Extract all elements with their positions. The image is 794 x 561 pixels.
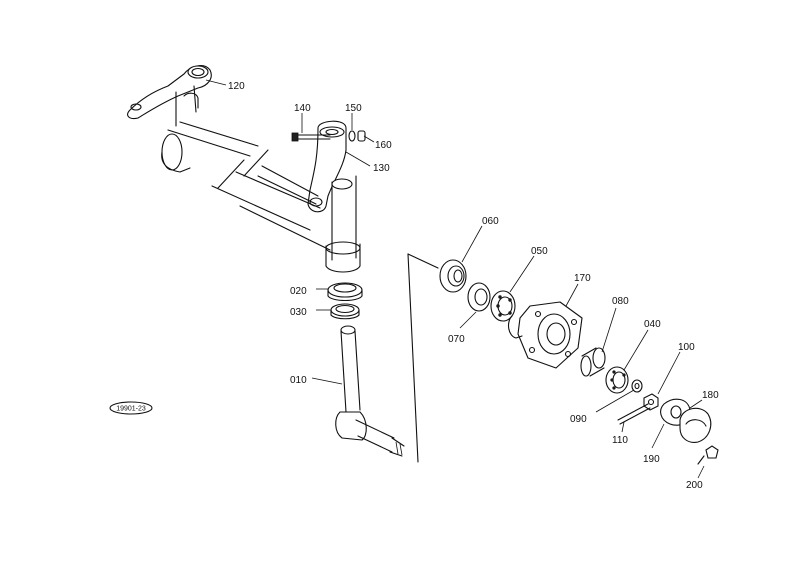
- pitman-arm: [127, 65, 212, 127]
- callout-130: 130: [373, 163, 390, 174]
- callout-050: 050: [531, 246, 548, 257]
- callout-labels: 120 140 150 160 130 060 050 170 080 040 …: [228, 81, 719, 491]
- washer-090: [631, 379, 643, 393]
- callout-070: 070: [448, 334, 465, 345]
- callout-030: 030: [290, 307, 307, 318]
- diagram-code-badge: 19901-23: [109, 401, 153, 415]
- callout-100: 100: [678, 342, 695, 353]
- cotter-pin-110: [617, 403, 651, 425]
- spacer-080: [580, 347, 606, 377]
- assembly-guide-line: [407, 253, 419, 463]
- bearing-040: [605, 366, 629, 394]
- callout-110: 110: [612, 435, 628, 446]
- wheel-hub-170: [507, 301, 583, 369]
- bearing-030: [330, 303, 360, 320]
- callout-150: 150: [345, 103, 362, 114]
- callout-010: 010: [290, 375, 307, 386]
- hub-cap-180: [679, 407, 712, 443]
- callout-020: 020: [290, 286, 307, 297]
- callout-200: 200: [686, 480, 703, 491]
- steering-knuckle-010: [335, 325, 405, 457]
- bolt-140: [291, 132, 331, 142]
- bearing-070: [467, 282, 491, 312]
- leader-lines: [205, 79, 705, 479]
- callout-120: 120: [228, 81, 245, 92]
- callout-080: 080: [612, 296, 629, 307]
- tie-rod: [161, 121, 331, 251]
- callout-170: 170: [574, 273, 591, 284]
- nut-100: [643, 393, 659, 411]
- callout-060: 060: [482, 216, 499, 227]
- nut-160: [357, 130, 366, 142]
- callout-160: 160: [375, 140, 392, 151]
- callout-180: 180: [702, 390, 719, 401]
- bolt-200: [697, 445, 719, 465]
- kingpin-housing: [325, 175, 361, 273]
- callout-040: 040: [644, 319, 661, 330]
- callout-140: 140: [294, 103, 311, 114]
- washer-150: [348, 130, 356, 142]
- oil-seal-060: [439, 259, 467, 293]
- diagram-code-text: 19901-23: [116, 406, 146, 413]
- bearing-050: [490, 290, 516, 322]
- callout-090: 090: [570, 414, 587, 425]
- callout-190: 190: [643, 454, 660, 465]
- seal-020: [327, 282, 363, 302]
